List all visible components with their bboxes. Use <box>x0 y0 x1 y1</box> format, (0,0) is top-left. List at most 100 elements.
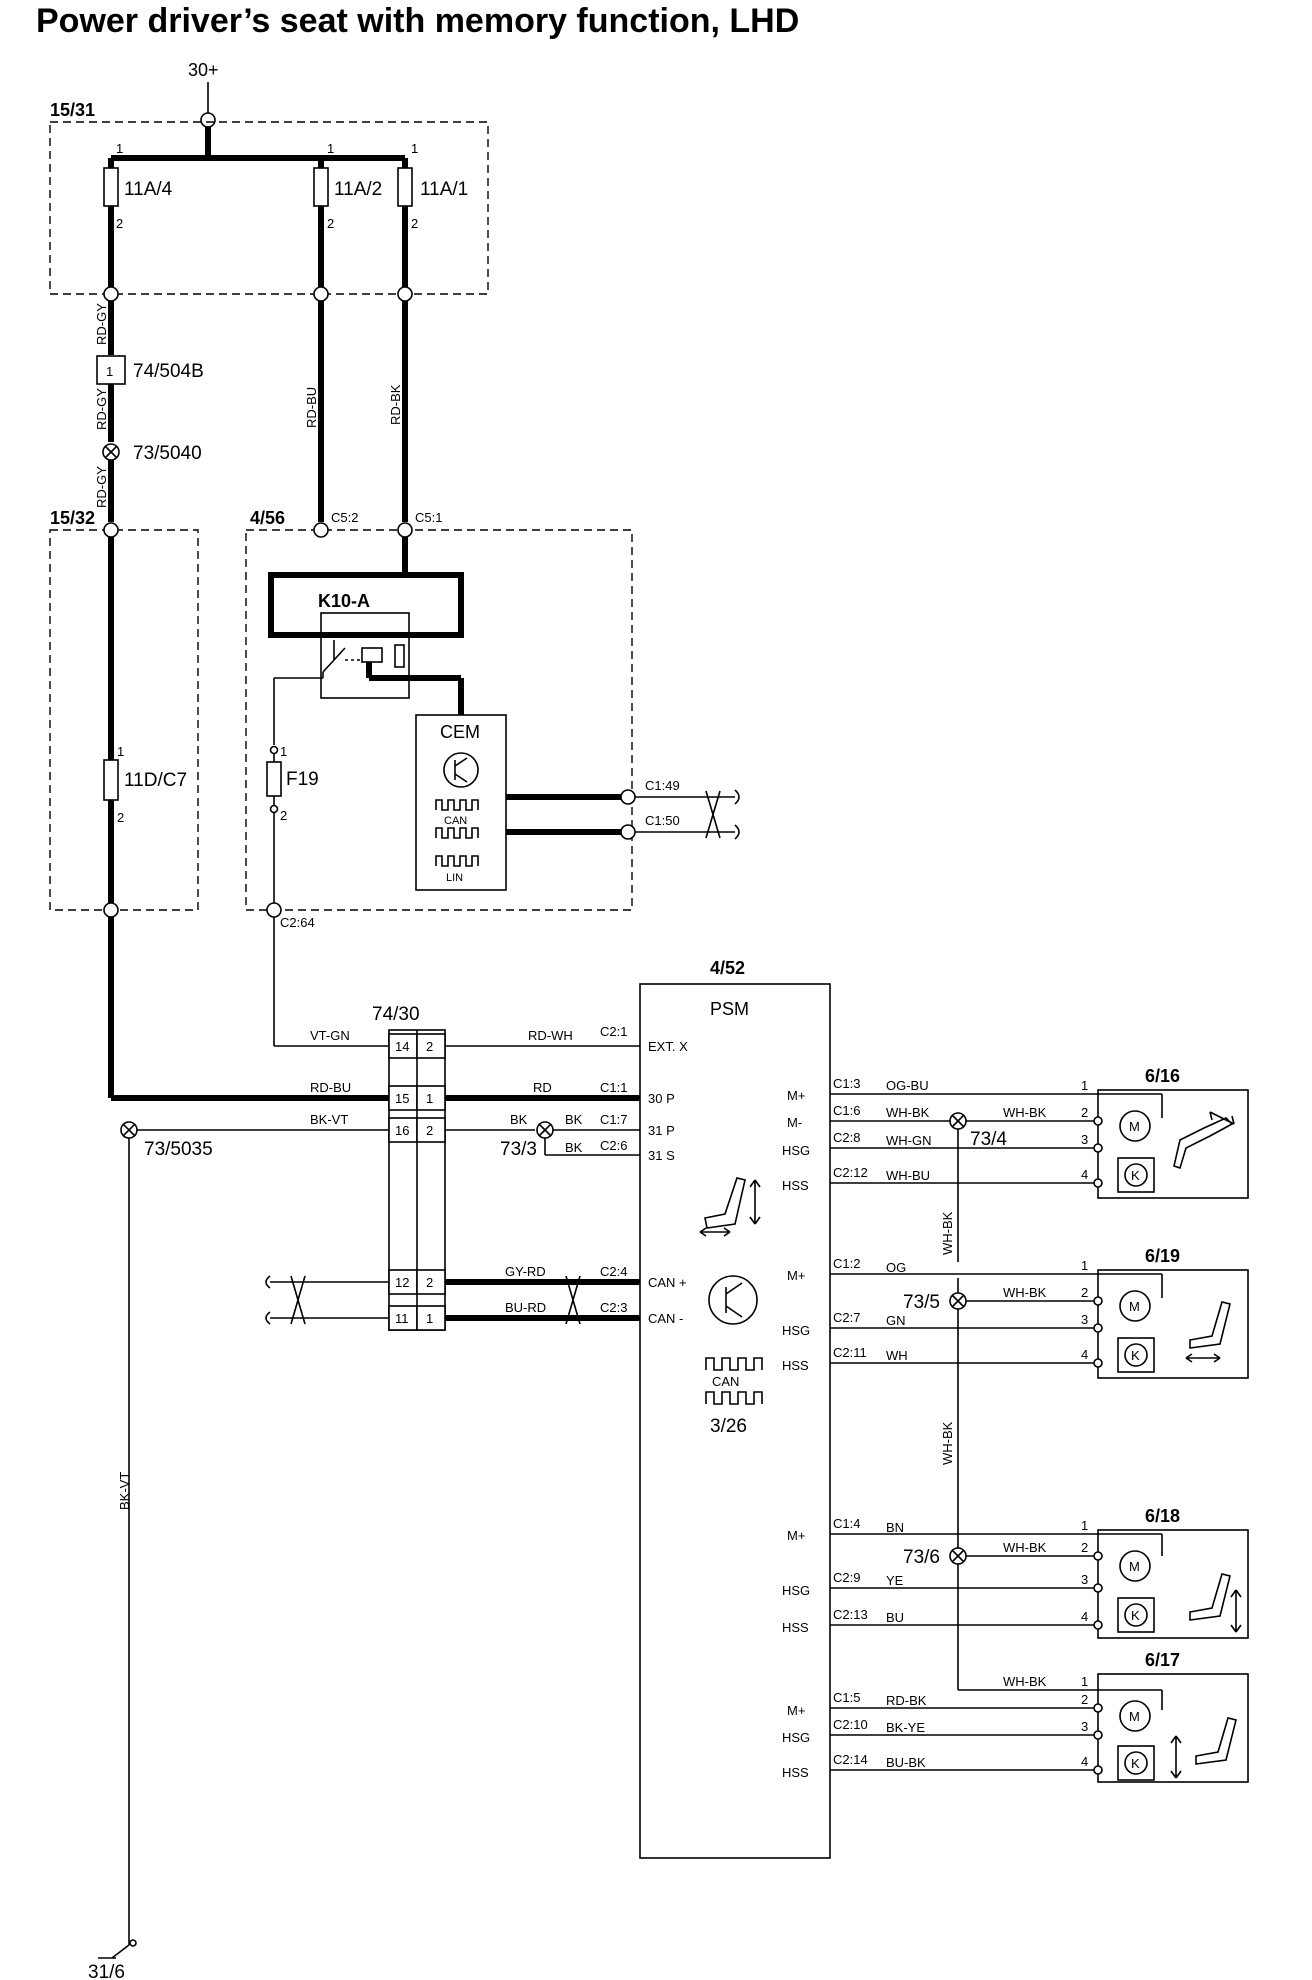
svg-text:2: 2 <box>1081 1285 1088 1300</box>
svg-text:C2:4: C2:4 <box>600 1264 627 1279</box>
seat-slide-icon <box>1185 1301 1231 1363</box>
wire-rd-wh: RD-WH <box>528 1028 573 1043</box>
svg-text:2: 2 <box>327 216 334 231</box>
svg-text:M: M <box>1129 1709 1140 1724</box>
wire-rd: RD <box>533 1080 552 1095</box>
svg-text:31 S: 31 S <box>648 1148 675 1163</box>
splice-73-3 <box>536 1121 554 1139</box>
splice-73-5035 <box>120 1121 138 1139</box>
pin-c5-1: C5:1 <box>415 510 442 525</box>
svg-text:4: 4 <box>1081 1167 1088 1182</box>
svg-text:HSS: HSS <box>782 1178 809 1193</box>
fuse-11a-2: 1 2 11A/2 <box>313 141 382 290</box>
wire-rd-gy-2: RD-GY <box>94 388 109 430</box>
cem-lin-wave-icon <box>435 855 479 867</box>
svg-text:HSS: HSS <box>782 1620 809 1635</box>
svg-text:C2:1: C2:1 <box>600 1024 627 1039</box>
svg-text:BU: BU <box>886 1610 904 1625</box>
can-twist-icon-left <box>290 1275 306 1325</box>
relay-k10a-label: K10-A <box>318 591 370 611</box>
svg-text:1: 1 <box>1081 1078 1088 1093</box>
psm-ref: 3/26 <box>710 1416 747 1437</box>
svg-text:C2:11: C2:11 <box>833 1345 867 1360</box>
psm-can-wave-icon <box>705 1357 763 1371</box>
page-title: Power driver’s seat with memory function… <box>36 2 800 40</box>
can-twist-icon-psm <box>565 1275 581 1325</box>
svg-text:3: 3 <box>1081 1572 1088 1587</box>
splice-73-4 <box>949 1112 967 1130</box>
svg-text:2: 2 <box>1081 1692 1088 1707</box>
box-15-32-label: 15/32 <box>50 508 95 528</box>
svg-text:M+: M+ <box>787 1528 805 1543</box>
pin-c1-50: C1:50 <box>645 813 680 828</box>
box-4-56 <box>245 529 633 911</box>
svg-text:C1:2: C1:2 <box>833 1256 860 1271</box>
splice-73-5 <box>949 1292 967 1310</box>
fuse-f19: 1 2 F19 <box>266 744 319 823</box>
wire-rd-bu: RD-BU <box>304 387 319 428</box>
svg-text:1: 1 <box>117 744 124 759</box>
box-4-52-label: 4/52 <box>710 958 745 978</box>
psm-module <box>639 983 831 1859</box>
fuse-11d-c7-label: 11D/C7 <box>124 770 187 791</box>
fuse-11a-4: 1 2 11A/4 <box>103 141 173 290</box>
supply-node <box>200 112 216 128</box>
splice-73-4-label: 73/4 <box>970 1129 1007 1150</box>
svg-text:1: 1 <box>426 1311 433 1326</box>
connector-74-504b-label: 74/504B <box>133 361 204 382</box>
svg-text:12: 12 <box>395 1275 409 1290</box>
svg-text:HSS: HSS <box>782 1765 809 1780</box>
splice-73-5035-label: 73/5035 <box>144 1139 213 1160</box>
motor-6-16-m-icon: M <box>1119 1110 1151 1142</box>
svg-text:1: 1 <box>1081 1518 1088 1533</box>
svg-text:1: 1 <box>411 141 418 156</box>
seat-height-icon <box>1189 1573 1242 1633</box>
svg-text:1: 1 <box>1081 1674 1088 1689</box>
svg-text:RD-BK: RD-BK <box>886 1693 927 1708</box>
svg-text:HSS: HSS <box>782 1358 809 1373</box>
svg-text:WH-GN: WH-GN <box>886 1133 932 1148</box>
svg-text:BU-BK: BU-BK <box>886 1755 926 1770</box>
svg-text:C2:6: C2:6 <box>600 1138 627 1153</box>
svg-text:K: K <box>1131 1756 1140 1771</box>
svg-text:C2:9: C2:9 <box>833 1570 860 1585</box>
svg-text:GN: GN <box>886 1313 906 1328</box>
psm-label: PSM <box>710 999 749 1019</box>
splice-73-5040 <box>102 443 120 461</box>
box-15-31-label: 15/31 <box>50 100 95 120</box>
svg-text:HSG: HSG <box>782 1730 810 1745</box>
cem-label: CEM <box>440 722 480 742</box>
psm-can-wave-icon-2 <box>705 1391 763 1405</box>
svg-text:K: K <box>1131 1168 1140 1183</box>
fuse-11a-1: 1 2 11A/1 <box>397 141 468 290</box>
svg-text:C1:4: C1:4 <box>833 1516 860 1531</box>
svg-text:2: 2 <box>117 810 124 825</box>
svg-text:15: 15 <box>395 1091 409 1106</box>
svg-text:WH-BK: WH-BK <box>1003 1285 1047 1300</box>
wire-rd-bu-main: RD-BU <box>310 1080 351 1095</box>
svg-text:1: 1 <box>280 744 287 759</box>
svg-text:C1:5: C1:5 <box>833 1690 860 1705</box>
svg-text:CAN +: CAN + <box>648 1275 687 1290</box>
splice-73-6 <box>949 1547 967 1565</box>
svg-text:M: M <box>1129 1299 1140 1314</box>
wire-gy-rd: GY-RD <box>505 1264 546 1279</box>
svg-text:2: 2 <box>426 1039 433 1054</box>
svg-text:C2:13: C2:13 <box>833 1607 868 1622</box>
svg-text:C2:14: C2:14 <box>833 1752 868 1767</box>
svg-text:CAN -: CAN - <box>648 1311 683 1326</box>
pin-c1-49: C1:49 <box>645 778 680 793</box>
connector-74-30-label: 74/30 <box>372 1004 420 1025</box>
wire-bk-vt-vertical: BK-VT <box>117 1472 132 1510</box>
motor-6-19-m-icon: M <box>1119 1290 1151 1322</box>
svg-text:C2:8: C2:8 <box>833 1130 860 1145</box>
box-15-32 <box>49 529 199 911</box>
wire-rd-bk: RD-BK <box>388 384 403 425</box>
wire-bk-2: BK <box>565 1112 583 1127</box>
wire-bu-rd: BU-RD <box>505 1300 546 1315</box>
fuse-11a-1-label: 11A/1 <box>420 179 468 200</box>
box-4-56-label: 4/56 <box>250 508 285 528</box>
svg-text:HSG: HSG <box>782 1323 810 1338</box>
